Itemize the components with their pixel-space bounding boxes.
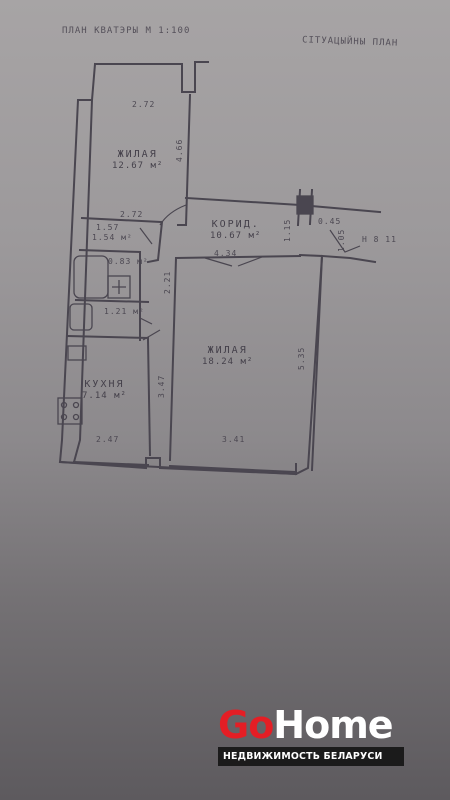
dim-right-cut: 0.45 <box>318 217 342 226</box>
room-area: 18.24 м² <box>202 357 254 367</box>
partition-kitchen-top <box>66 334 150 340</box>
bottom-wall <box>145 457 297 476</box>
right-protrusion <box>320 254 377 264</box>
entrance-door <box>329 229 361 253</box>
kitchen-stove <box>57 397 83 425</box>
dim-top-window: 2.72 <box>132 100 156 109</box>
washbasin-cross <box>112 280 126 294</box>
room-label-bedroom: ЖИЛАЯ 12.67 м² <box>112 150 163 171</box>
toilet-fixture <box>69 303 93 331</box>
entrance-steps <box>296 195 314 215</box>
room-area-bathroom: 1.54 м² <box>92 233 133 242</box>
kitchen-sink <box>67 345 87 361</box>
dim-hall-vertical: 2.21 <box>163 270 172 294</box>
dim-hall-width: 4.34 <box>214 249 238 258</box>
door-swing-bath <box>139 227 153 245</box>
dim-kitchen-height: 3.47 <box>157 374 166 398</box>
dim-bath-width: 1.57 <box>96 223 120 232</box>
stove-burner-2 <box>72 401 80 409</box>
outer-wall-top <box>94 61 209 93</box>
brand-wordmark: GoHome <box>218 706 404 744</box>
dim-kitchen-width: 2.47 <box>96 435 120 444</box>
brand-tagline: НЕДВИЖИМОСТЬ БЕЛАРУСИ <box>218 747 404 766</box>
dim-bedroom-height: 4.66 <box>175 138 184 162</box>
corridor-top-wall <box>184 196 382 214</box>
stove-burner-3 <box>60 413 68 421</box>
outer-wall-left <box>58 62 148 470</box>
stove-burner-1 <box>60 401 68 409</box>
door-swing-bedroom <box>159 204 187 226</box>
partition-living-left <box>168 256 178 462</box>
partition-toilet <box>74 298 150 304</box>
partition-hall-bottom <box>174 254 302 260</box>
stove-burner-4 <box>72 413 80 421</box>
living-right-wall-outer <box>310 254 324 472</box>
room-area: 7.14 м² <box>82 391 127 401</box>
door-swing-kitchen <box>142 329 161 341</box>
door-swing-toilet <box>139 317 153 325</box>
room-area: 12.67 м² <box>112 161 164 171</box>
room-name: КОРИД. <box>211 219 260 230</box>
stair-label: Н 8 11 <box>362 235 397 244</box>
brand-go: Go <box>218 703 274 747</box>
bedroom-right-wall <box>177 93 192 226</box>
room-label-living: ЖИЛАЯ 18.24 м² <box>202 346 253 367</box>
room-area: 10.67 м² <box>210 231 262 241</box>
plan-title: ПЛАН КВАТЭРЫ М 1:100 <box>62 26 191 36</box>
brand-home: Home <box>273 703 393 747</box>
dim-bedroom-width: 2.72 <box>120 210 144 219</box>
room-label-hallway: КОРИД. 10.67 м² <box>210 220 261 241</box>
room-name: ЖИЛАЯ <box>207 345 248 356</box>
partition-kitchen-right <box>146 338 152 457</box>
door-swing-hall-2 <box>237 256 263 267</box>
door-swing-hall-1 <box>204 257 233 267</box>
partition-bath-mid <box>78 248 142 254</box>
gohome-logo: GoHome НЕДВИЖИМОСТЬ БЕЛАРУСИ <box>218 706 404 766</box>
partition-bath-top <box>80 216 162 224</box>
dim-right-cut2: 1.05 <box>337 228 346 252</box>
room-label-kitchen: КУХНЯ 7.14 м² <box>82 380 127 401</box>
washbasin <box>107 275 131 299</box>
room-name: КУХНЯ <box>84 379 125 390</box>
room-name: ЖИЛАЯ <box>117 149 158 160</box>
room-area-toilet: 0.83 м² <box>108 257 149 266</box>
dim-living-height: 5.35 <box>297 346 306 370</box>
dim-hall-small: 1.15 <box>283 218 292 242</box>
room-area-bath: 1.21 м² <box>104 307 145 316</box>
bottom-window-sill <box>72 460 296 474</box>
bathtub <box>73 255 109 299</box>
partition-hall-left <box>146 220 164 264</box>
dim-living-width: 3.41 <box>222 435 246 444</box>
outer-wall-left-inner <box>72 98 94 464</box>
living-right-wall <box>294 253 324 476</box>
